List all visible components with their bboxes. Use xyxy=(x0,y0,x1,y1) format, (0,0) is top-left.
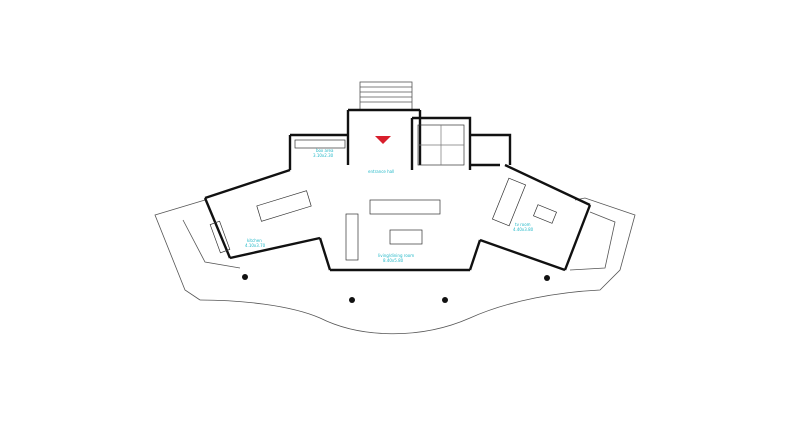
stair-walls xyxy=(410,116,472,170)
wc-walls xyxy=(470,133,512,167)
terrace-outline-left xyxy=(154,199,206,301)
tv-room-label: tv room xyxy=(515,222,531,227)
terrace-inner-right xyxy=(569,211,616,271)
column xyxy=(442,297,448,303)
kitchen-walls xyxy=(203,163,592,272)
kitchen-label: kitchen xyxy=(247,238,262,243)
tv-table xyxy=(533,204,557,224)
coffee-table xyxy=(389,229,423,245)
box-area-counter xyxy=(294,139,346,149)
tv-room-dim: 4.40x3.80 xyxy=(513,227,534,232)
column xyxy=(349,297,355,303)
tv-sofa xyxy=(491,177,527,227)
kitchen-counter xyxy=(209,220,231,254)
living-armchair xyxy=(345,213,359,261)
kitchen-dim: 4.10x3.70 xyxy=(245,243,266,248)
box-area-label: box area xyxy=(316,148,334,153)
box-area-walls xyxy=(288,133,348,170)
entrance-steps xyxy=(359,81,413,111)
terrace-inner-left xyxy=(182,219,241,269)
column xyxy=(544,275,550,281)
box-area-dim: 3.10x2.30 xyxy=(313,153,334,158)
column xyxy=(242,274,248,280)
dining-table xyxy=(256,190,312,222)
terrace-outline xyxy=(199,197,636,335)
living-sofa xyxy=(369,199,441,215)
entrance-hall-label: entrance hall xyxy=(368,169,394,174)
living-dining-label: living/dining room xyxy=(378,253,414,258)
living-dining-dim: 8.40x5.80 xyxy=(383,258,404,263)
entrance-marker xyxy=(375,136,391,144)
